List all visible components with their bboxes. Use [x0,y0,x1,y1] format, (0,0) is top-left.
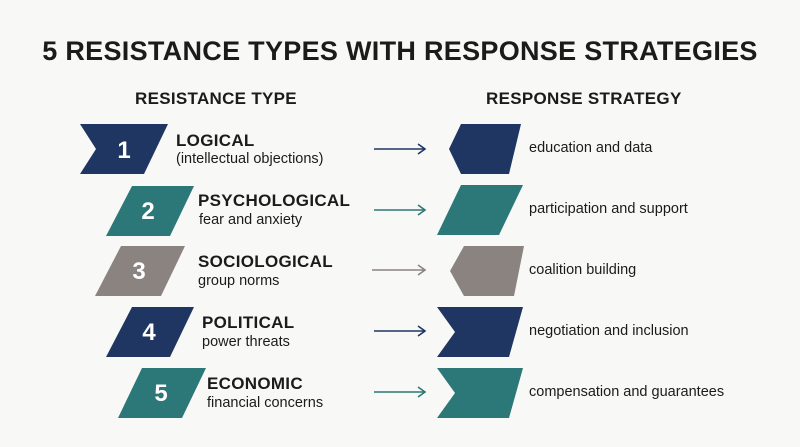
row-3-strategy: coalition building [529,262,637,278]
row-5-number-parallelogram [118,368,206,418]
row-4-arrow-icon [374,325,427,337]
row-4-number: 4 [142,319,156,346]
row-2-type: PSYCHOLOGICAL [198,191,351,210]
row-3-number-parallelogram [95,246,185,296]
row-1-strategy-shape [449,124,521,174]
row-5-subtitle: financial concerns [207,395,324,411]
row-5-number: 5 [154,380,168,407]
row-5-arrow-icon [374,386,427,398]
row-1-strategy: education and data [529,140,653,156]
row-2-strategy: participation and support [529,201,688,217]
row-3-arrow-icon [372,264,427,276]
row-1-number: 1 [117,137,131,164]
row-5-strategy: compensation and guarantees [529,384,725,400]
response-strategy-header: RESPONSE STRATEGY [486,89,682,108]
row-3-subtitle: group norms [198,273,280,289]
row-2-strategy-shape [437,185,523,235]
row-4-strategy-chevron [437,307,523,357]
row-4-subtitle: power threats [202,334,290,350]
row-2-arrow-icon [374,204,427,216]
row-4-strategy: negotiation and inclusion [529,323,689,339]
row-1-arrow-icon [374,143,427,155]
row-2-number: 2 [141,198,155,225]
row-4-number-parallelogram [106,307,194,357]
row-3-strategy-shape [450,246,524,296]
resistance-type-header: RESISTANCE TYPE [135,89,297,108]
row-5-type: ECONOMIC [207,374,303,393]
diagram-title: 5 RESISTANCE TYPES WITH RESPONSE STRATEG… [42,36,758,66]
row-5-strategy-chevron [437,368,523,418]
row-2-subtitle: fear and anxiety [199,212,303,228]
row-3-number: 3 [132,258,146,285]
row-2-number-parallelogram [106,186,194,236]
row-1-type: LOGICAL [176,131,255,150]
row-1-subtitle: (intellectual objections) [176,151,324,167]
row-1-number-chevron [80,124,168,174]
row-4-type: POLITICAL [202,313,295,332]
row-3-type: SOCIOLOGICAL [198,252,333,271]
